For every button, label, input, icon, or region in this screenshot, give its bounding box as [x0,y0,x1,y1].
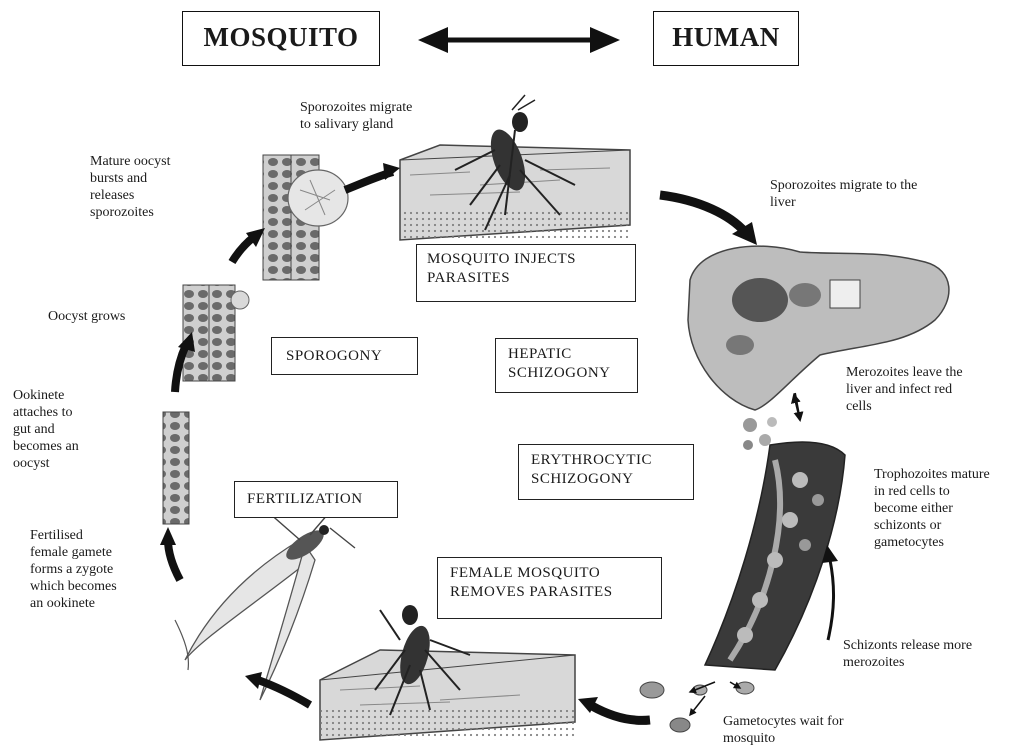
skin-block-bottom-illustration [320,650,575,740]
curved-arrow-icon [660,195,757,245]
label-oocyst-bursts: Mature oocyst bursts and releases sporoz… [90,153,170,221]
label-oocyst-grows: Oocyst grows [48,308,125,325]
mosquito-title: MOSQUITO [182,11,380,66]
label-ookinete: Ookinete attaches to gut and becomes an … [13,387,79,472]
phase-female-mosquito-removes: FEMALE MOSQUITO REMOVES PARASITES [437,557,662,619]
label-merozoites-leave: Merozoites leave the liver and infect re… [846,364,963,415]
human-title: HUMAN [653,11,799,66]
label-gametocytes: Gametocytes wait for mosquito [723,713,844,747]
curved-arrow-icon [232,228,265,262]
phase-erythrocytic-schizogony: ERYTHROCYTIC SCHIZOGONY [518,444,694,500]
label-sporozoites-liver: Sporozoites migrate to the liver [770,177,917,211]
phase-mosquito-injects: MOSQUITO INJECTS PARASITES [416,244,636,302]
phase-hepatic-schizogony: HEPATIC SCHIZOGONY [495,338,638,393]
label-trophozoites: Trophozoites mature in red cells to beco… [874,466,990,551]
zygote-mosquito-illustration [175,500,355,700]
curved-arrow-icon [578,697,650,720]
label-schizonts: Schizonts release more merozoites [843,637,972,671]
label-zygote: Fertilised female gamete forms a zygote … [30,527,117,612]
phase-sporogony: SPOROGONY [271,337,418,375]
double-headed-arrow-icon [418,27,620,53]
curved-arrow-icon [245,672,310,705]
curved-arrow-icon [822,545,838,640]
phase-fertilization: FERTILIZATION [234,481,398,518]
curved-arrow-icon [160,527,180,580]
curved-arrow-icon [345,163,400,190]
label-sporozoites-salivary: Sporozoites migrate to salivary gland [300,99,412,133]
